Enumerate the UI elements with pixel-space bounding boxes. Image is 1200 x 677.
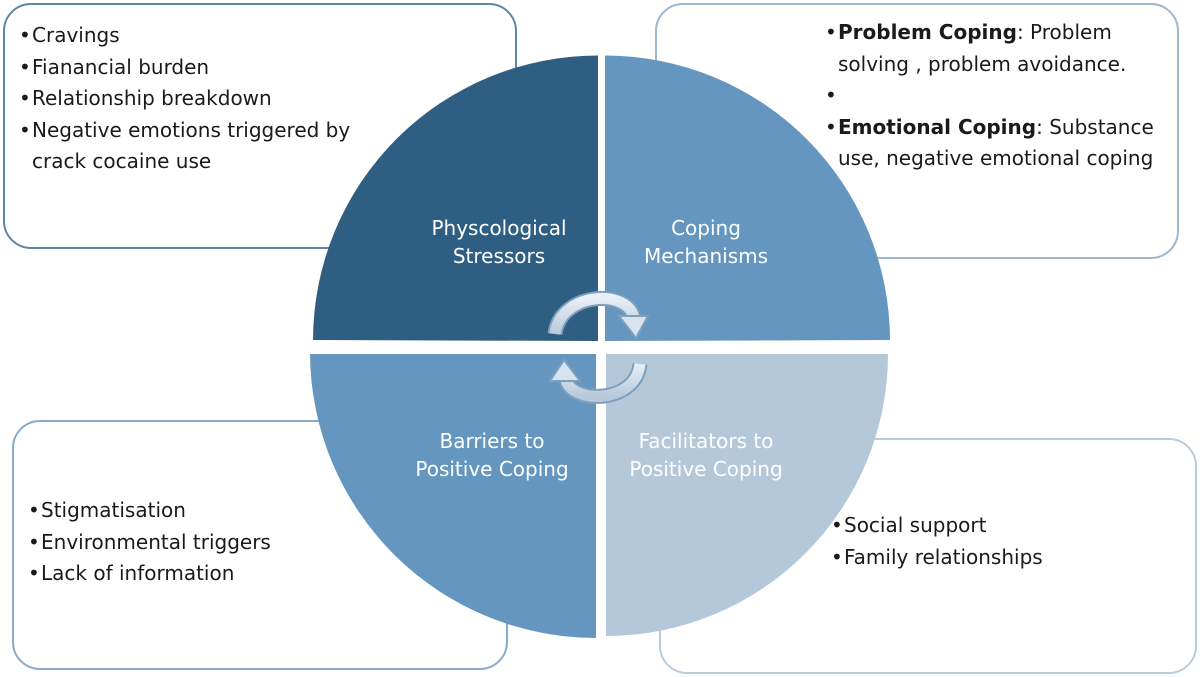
quadrant-label-facilitators: Facilitators to Positive Coping <box>629 429 783 481</box>
problem-coping-label: Problem Coping <box>838 20 1017 44</box>
quadrant-label-coping: Coping Mechanisms <box>643 216 769 268</box>
coping-list: Problem Coping: Problem solving , proble… <box>825 17 1175 175</box>
quadrant-coping <box>605 55 890 341</box>
list-item: Stigmatisation <box>28 495 378 527</box>
problem-coping-text: : Problem solving , problem avoidance. <box>838 20 1127 76</box>
quadrant-stressors <box>313 55 598 341</box>
list-item-emotional-coping: Emotional Coping: Substance use, negativ… <box>825 112 1175 175</box>
list-item: Social support <box>831 510 1181 542</box>
quadrant-facilitators <box>606 354 888 636</box>
emotional-coping-label: Emotional Coping <box>838 114 1037 139</box>
quadrant-barriers <box>310 354 596 638</box>
cycle-arrow-top-icon <box>547 291 650 340</box>
list-item: Family relationships <box>831 542 1181 574</box>
cycle-arrow-bottom-icon <box>548 358 648 404</box>
list-item: Fianancial burden <box>19 52 369 84</box>
stressors-list: Cravings Fianancial burden Relationship … <box>19 20 369 178</box>
list-item-empty <box>825 80 1175 112</box>
list-item-problem-coping: Problem Coping: Problem solving , proble… <box>825 17 1175 80</box>
list-item: Lack of information <box>28 558 378 590</box>
list-item: Negative emotions triggered by crack coc… <box>19 115 369 178</box>
emotional-coping-text: : Substance use, negative emotional copi… <box>838 114 1154 171</box>
list-item: Environmental triggers <box>28 527 378 559</box>
barriers-list: Stigmatisation Environmental triggers La… <box>28 495 378 590</box>
quadrant-label-barriers: Barriers to Positive Coping <box>415 429 569 481</box>
facilitators-list: Social support Family relationships <box>831 510 1181 573</box>
quadrant-label-stressors: Physcological Stressors <box>431 216 567 268</box>
list-item: Relationship breakdown <box>19 83 369 115</box>
list-item: Cravings <box>19 20 369 52</box>
